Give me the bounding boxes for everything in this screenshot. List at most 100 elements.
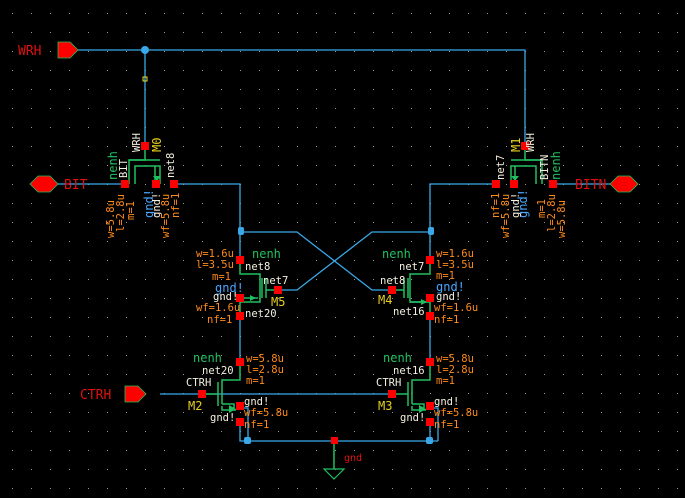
grid-dot <box>392 203 393 204</box>
grid-dot <box>259 450 260 451</box>
grid-dot <box>316 146 317 147</box>
grid-dot <box>259 108 260 109</box>
grid-dot <box>107 70 108 71</box>
grid-dot <box>449 450 450 451</box>
transistor-m4[interactable]: nenh net7 net8 M4 net16 w=1.6u l=3.5u m=… <box>378 247 478 326</box>
grid-dot <box>164 127 165 128</box>
pin-bit[interactable]: BIT <box>29 175 88 193</box>
grid-dot <box>506 51 507 52</box>
grid-dot <box>278 374 279 375</box>
grid-dot <box>449 13 450 14</box>
grid-dot <box>677 184 678 185</box>
m2-gate: CTRH <box>186 377 211 389</box>
grid-dot <box>31 336 32 337</box>
grid-dot <box>107 393 108 394</box>
grid-dot <box>50 203 51 204</box>
grid-dot <box>316 70 317 71</box>
grid-dot <box>12 13 13 14</box>
grid-dot <box>126 260 127 261</box>
grid-dot <box>69 241 70 242</box>
grid-dot <box>582 146 583 147</box>
pin-ctrh[interactable]: CTRH <box>80 385 147 403</box>
grid-dot <box>221 279 222 280</box>
m4-drain: net7 <box>399 261 424 273</box>
grid-dot <box>677 355 678 356</box>
grid-dot <box>601 431 602 432</box>
grid-dot <box>31 32 32 33</box>
m2-wf: wf=5.8u <box>244 407 288 419</box>
grid-dot <box>297 412 298 413</box>
grid-dot <box>50 165 51 166</box>
transistor-m1[interactable]: M1 WRH nenh BITN net7 gnd! gnd! nf=1 wf=… <box>490 133 568 238</box>
grid-dot <box>354 146 355 147</box>
grid-dot <box>316 32 317 33</box>
transistor-m3[interactable]: nenh net16 CTRH M3 gnd! w=5.8u l=2.8u m=… <box>376 351 478 431</box>
grid-dot <box>183 298 184 299</box>
transistor-m0[interactable]: M0 WRH nenh BIT net8 gnd! gnd! w=5.8u l=… <box>105 133 182 238</box>
grid-dot <box>69 70 70 71</box>
grid-dot <box>468 374 469 375</box>
grid-dot <box>468 70 469 71</box>
grid-dot <box>525 241 526 242</box>
grid-dot <box>582 279 583 280</box>
grid-dot <box>506 279 507 280</box>
grid-dot <box>354 13 355 14</box>
grid-dot <box>468 298 469 299</box>
grid-dot <box>373 469 374 470</box>
wire-cross-net7[interactable] <box>278 231 430 291</box>
grid-dot <box>164 469 165 470</box>
grid-dot <box>544 279 545 280</box>
grid-dot <box>411 260 412 261</box>
grid-dot <box>658 146 659 147</box>
grid-dot <box>658 108 659 109</box>
m1-w: w=5.8u <box>556 200 568 238</box>
grid-dot <box>354 165 355 166</box>
grid-dot <box>639 108 640 109</box>
grid-dot <box>221 70 222 71</box>
transistor-m5[interactable]: w=1.6u l=3.5u m=1 nenh net8 net7 gnd! gn… <box>196 247 288 326</box>
grid-dot <box>145 279 146 280</box>
grid-dot <box>620 374 621 375</box>
grid-dot <box>677 203 678 204</box>
grid-dot <box>335 317 336 318</box>
grid-dot <box>620 222 621 223</box>
pin-label-wrh: WRH <box>18 44 41 59</box>
grid-dot <box>582 412 583 413</box>
pin-bitn[interactable]: BITN <box>575 175 639 193</box>
grid-dot <box>31 393 32 394</box>
grid-dot <box>278 222 279 223</box>
grid-dot <box>677 260 678 261</box>
grid-dot <box>487 203 488 204</box>
grid-dot <box>354 51 355 52</box>
selection-marker <box>142 76 148 82</box>
grid-dot <box>601 241 602 242</box>
grid-dot <box>468 146 469 147</box>
grid-dot <box>202 298 203 299</box>
grid-dot <box>107 165 108 166</box>
grid-dot <box>202 13 203 14</box>
grid-dot <box>411 450 412 451</box>
grid-dot <box>240 13 241 14</box>
grid-dot <box>316 241 317 242</box>
pin-wrh[interactable]: WRH <box>18 41 79 59</box>
grid-dot <box>316 412 317 413</box>
m1-left: net7 <box>495 155 507 180</box>
grid-dot <box>354 431 355 432</box>
m5-wf: wf=1.6u <box>196 302 240 314</box>
grid-dot <box>12 450 13 451</box>
grid-dot <box>620 70 621 71</box>
grid-dot <box>69 488 70 489</box>
grid-dot <box>183 13 184 14</box>
gnd-symbol[interactable]: gnd <box>322 437 362 480</box>
grid-dot <box>354 222 355 223</box>
grid-dot <box>12 279 13 280</box>
transistor-m2[interactable]: nenh net20 CTRH M2 gnd! w=5.8u l=2.8u m=… <box>186 351 288 431</box>
grid-dot <box>506 222 507 223</box>
grid-dot <box>126 374 127 375</box>
grid-dot <box>392 412 393 413</box>
wire-wrh[interactable] <box>78 49 526 145</box>
grid-dot <box>487 89 488 90</box>
m4-gate: net8 <box>380 275 405 287</box>
